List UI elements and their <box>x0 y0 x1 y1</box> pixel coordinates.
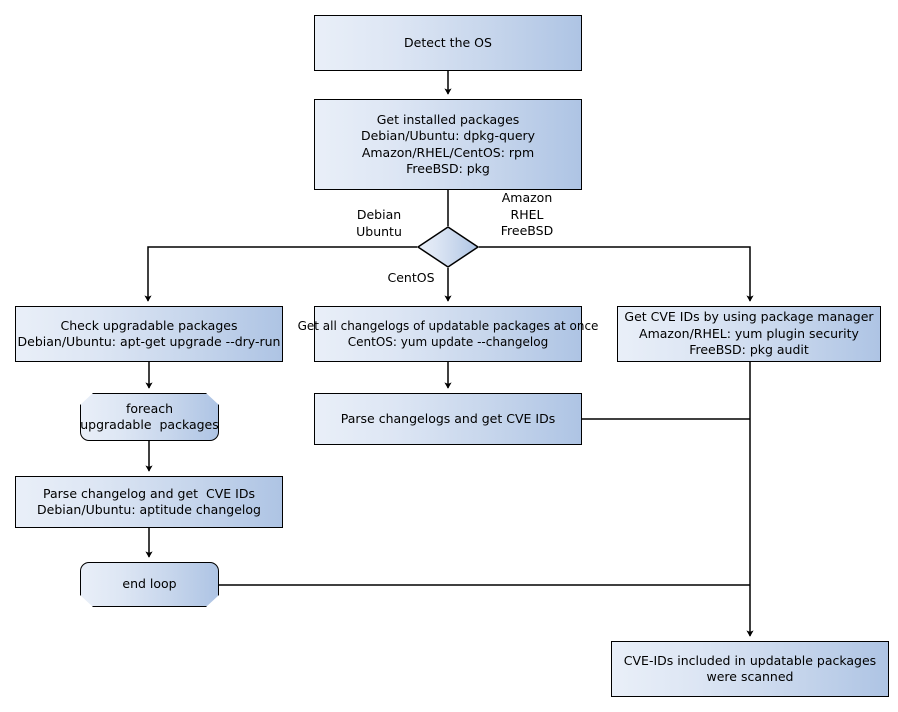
node-get-all-changelogs[interactable]: Get all changelogs of updatable packages… <box>298 306 598 362</box>
os-decision-node <box>416 226 480 268</box>
node-detect-os[interactable]: Detect the OS <box>314 15 582 71</box>
node-get-installed-packages[interactable]: Get installed packages Debian/Ubuntu: dp… <box>314 99 582 190</box>
node-cve-ids-scanned-label: CVE-IDs included in updatable packages w… <box>623 652 877 685</box>
edge-decision-to-get-cve-pkgmgr <box>479 246 754 302</box>
node-parse-changelog-get-cve-ids-label: Parse changelog and get CVE IDs Debian/U… <box>37 485 261 518</box>
edge-label-amazon-rhel-freebsd: Amazon RHEL FreeBSD <box>500 190 554 238</box>
node-end-loop[interactable]: end loop <box>80 562 219 607</box>
edge-label-centos: CentOS <box>387 270 435 285</box>
node-get-all-changelogs-label: Get all changelogs of updatable packages… <box>297 318 599 350</box>
node-parse-changelog-get-cve-ids[interactable]: Parse changelog and get CVE IDs Debian/U… <box>15 476 283 528</box>
node-detect-os-label: Detect the OS <box>404 34 492 50</box>
decision-diamond-shape <box>416 226 480 268</box>
edge-decision-to-check-upgradable <box>144 246 417 302</box>
node-parse-changelogs-get-cve-ids-label: Parse changelogs and get CVE IDs <box>340 410 556 426</box>
node-cve-ids-scanned[interactable]: CVE-IDs included in updatable packages w… <box>611 641 889 697</box>
node-check-upgradable-packages-label: Check upgradable packages Debian/Ubuntu:… <box>17 317 281 350</box>
node-get-cve-ids-package-manager[interactable]: Get CVE IDs by using package manager Ama… <box>617 306 881 362</box>
node-parse-changelogs-get-cve-ids[interactable]: Parse changelogs and get CVE IDs <box>314 393 582 445</box>
node-end-loop-label: end loop <box>122 576 177 592</box>
edge-label-debian-ubuntu: Debian Ubuntu <box>356 207 402 239</box>
node-foreach-upgradable-packages[interactable]: foreach upgradable packages <box>80 393 219 441</box>
node-check-upgradable-packages[interactable]: Check upgradable packages Debian/Ubuntu:… <box>15 306 283 362</box>
node-get-cve-ids-package-manager-label: Get CVE IDs by using package manager Ama… <box>624 309 874 358</box>
node-foreach-upgradable-packages-label: foreach upgradable packages <box>80 400 219 432</box>
node-get-installed-packages-label: Get installed packages Debian/Ubuntu: dp… <box>360 111 536 177</box>
